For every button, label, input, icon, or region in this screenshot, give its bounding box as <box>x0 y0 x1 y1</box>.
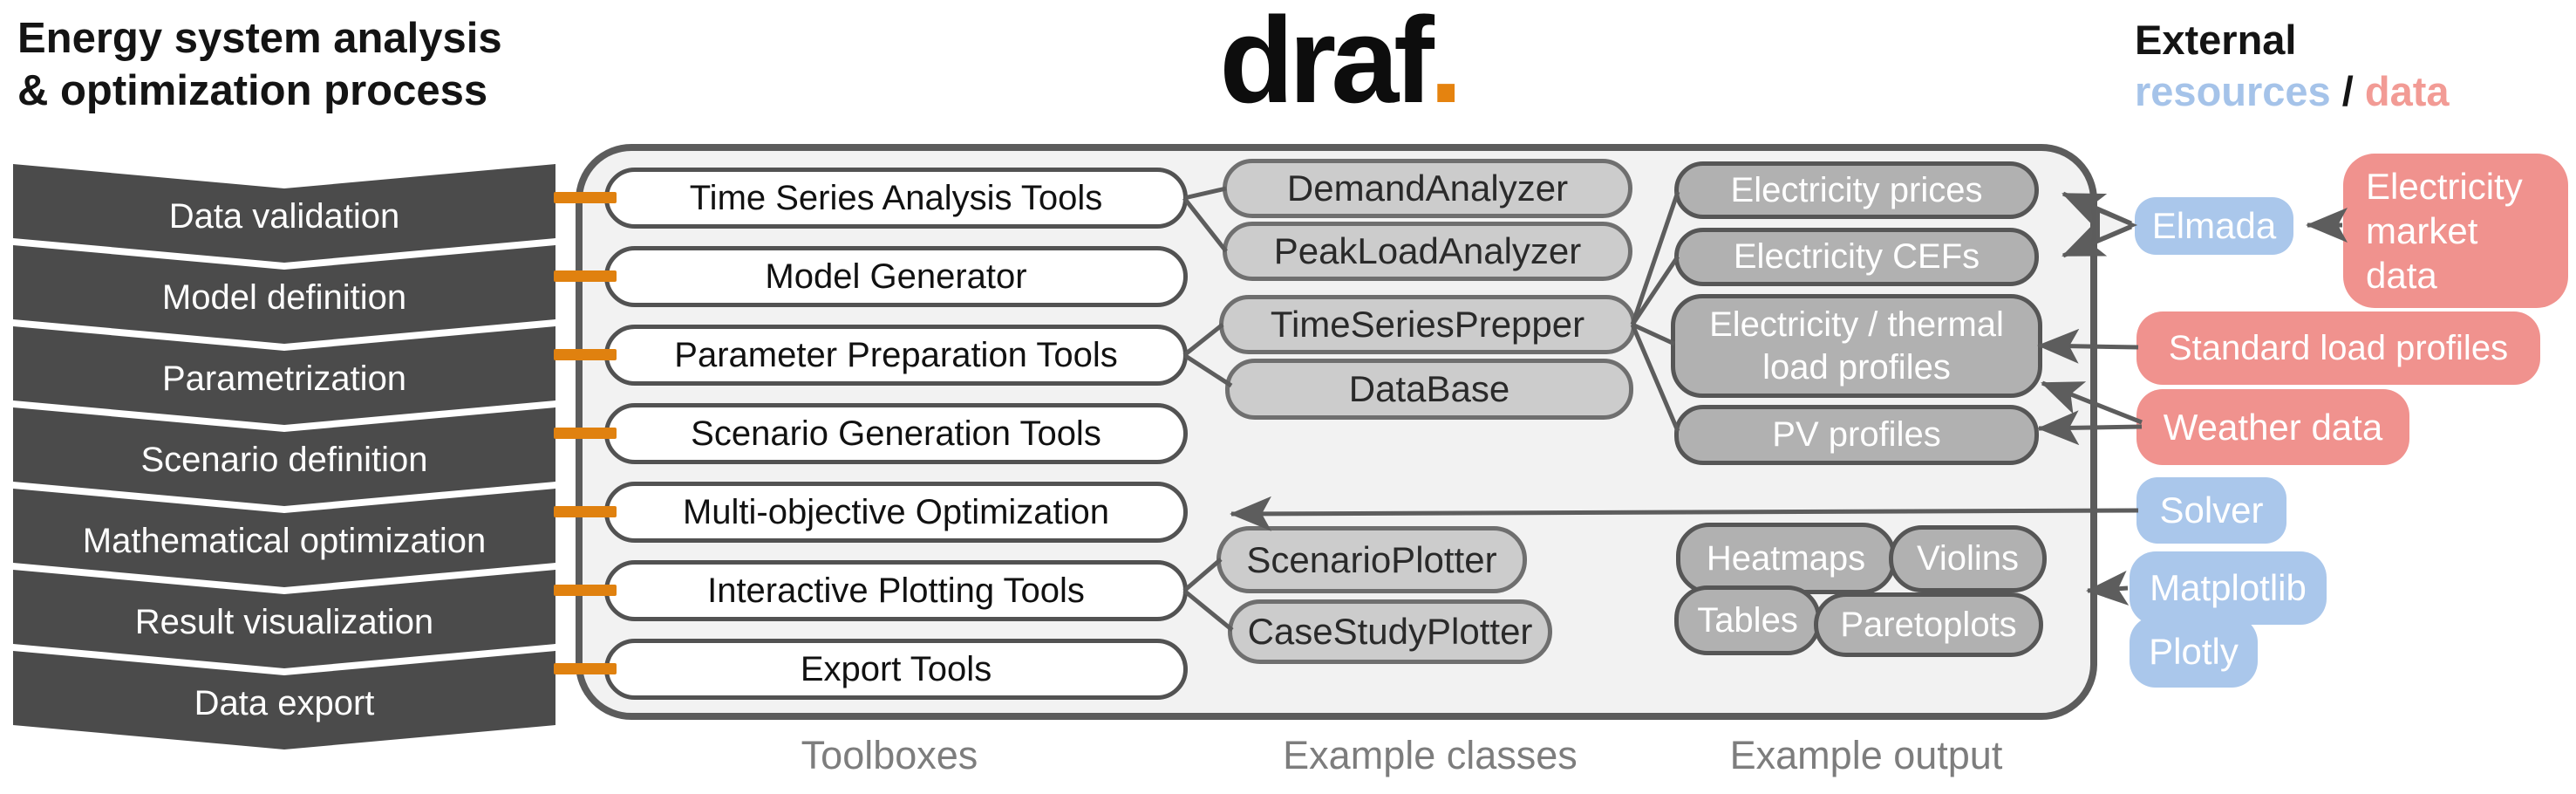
external-title-data: data <box>2364 68 2450 114</box>
output-paretoplots: Paretoplots <box>1814 592 2043 657</box>
external-title: External resources / data <box>2135 14 2450 117</box>
data-standard-load-profiles: Standard load profiles <box>2136 311 2540 385</box>
data-weather-data: Weather data <box>2136 389 2409 465</box>
output-violins: Violins <box>1889 525 2047 592</box>
toolbox-export-tools: Export Tools <box>604 639 1188 700</box>
draf-logo-text: draf <box>1219 0 1434 128</box>
column-label-toolboxes: Toolboxes <box>801 733 978 777</box>
process-step-result-visualization: Result visualization <box>134 602 434 641</box>
process-step-mathematical-optimization: Mathematical optimization <box>82 521 487 560</box>
chevron-shape-data-export <box>13 651 555 750</box>
data-electricity-market-data: Electricity market data <box>2343 154 2568 308</box>
external-title-line2: resources / data <box>2135 65 2450 117</box>
toolbox-scenario-generation-tools: Scenario Generation Tools <box>604 403 1188 464</box>
output-electricity-thermal-load-profiles: Electricity / thermal load profiles <box>1671 294 2042 398</box>
chevron-shape-data-validation <box>13 164 555 263</box>
external-title-resources: resources <box>2135 68 2331 114</box>
class-demand-analyzer: DemandAnalyzer <box>1223 159 1632 218</box>
chevron-shape-result-visualization <box>13 570 555 668</box>
draf-logo-dot: . <box>1428 0 1463 128</box>
process-title: Energy system analysis & optimization pr… <box>17 12 502 117</box>
process-step-parametrization: Parametrization <box>161 359 407 398</box>
toolbox-multi-objective-optimization: Multi-objective Optimization <box>604 482 1188 543</box>
class-database: DataBase <box>1225 359 1633 420</box>
output-tables: Tables <box>1674 585 1821 655</box>
draf-logo: draf. <box>1164 0 1513 131</box>
toolbox-time-series-analysis-tools: Time Series Analysis Tools <box>604 168 1188 229</box>
chevron-shape-scenario-definition <box>13 407 555 506</box>
chevron-shape-parametrization <box>13 326 555 425</box>
column-label-example-classes: Example classes <box>1283 733 1578 777</box>
resource-matplotlib: Matplotlib <box>2130 551 2327 625</box>
chevron-shape-model-definition <box>13 245 555 344</box>
external-title-separator: / <box>2330 68 2365 114</box>
process-step-model-definition: Model definition <box>161 277 407 317</box>
output-heatmaps: Heatmaps <box>1676 523 1896 594</box>
chevron-shape-mathematical-optimization <box>13 489 555 587</box>
resource-solver: Solver <box>2136 477 2286 544</box>
toolbox-interactive-plotting-tools: Interactive Plotting Tools <box>604 560 1188 621</box>
output-electricity-prices: Electricity prices <box>1674 161 2039 219</box>
resource-elmada: Elmada <box>2135 197 2293 255</box>
process-step-data-validation: Data validation <box>168 196 400 236</box>
process-step-scenario-definition: Scenario definition <box>140 440 428 479</box>
external-title-line1: External <box>2135 17 2297 63</box>
toolbox-parameter-preparation-tools: Parameter Preparation Tools <box>604 325 1188 386</box>
output-electricity-cefs: Electricity CEFs <box>1674 228 2039 286</box>
resource-plotly: Plotly <box>2130 616 2258 688</box>
process-title-line2: & optimization process <box>17 67 488 114</box>
class-case-study-plotter: CaseStudyPlotter <box>1228 599 1552 664</box>
process-step-data-export: Data export <box>194 683 375 722</box>
process-title-line1: Energy system analysis <box>17 15 502 62</box>
class-scenario-plotter: ScenarioPlotter <box>1216 526 1527 593</box>
toolbox-model-generator: Model Generator <box>604 246 1188 307</box>
class-time-series-prepper: TimeSeriesPrepper <box>1219 295 1636 354</box>
output-pv-profiles: PV profiles <box>1674 405 2039 465</box>
class-peak-load-analyzer: PeakLoadAnalyzer <box>1223 222 1632 281</box>
column-label-example-output: Example output <box>1729 733 2003 777</box>
